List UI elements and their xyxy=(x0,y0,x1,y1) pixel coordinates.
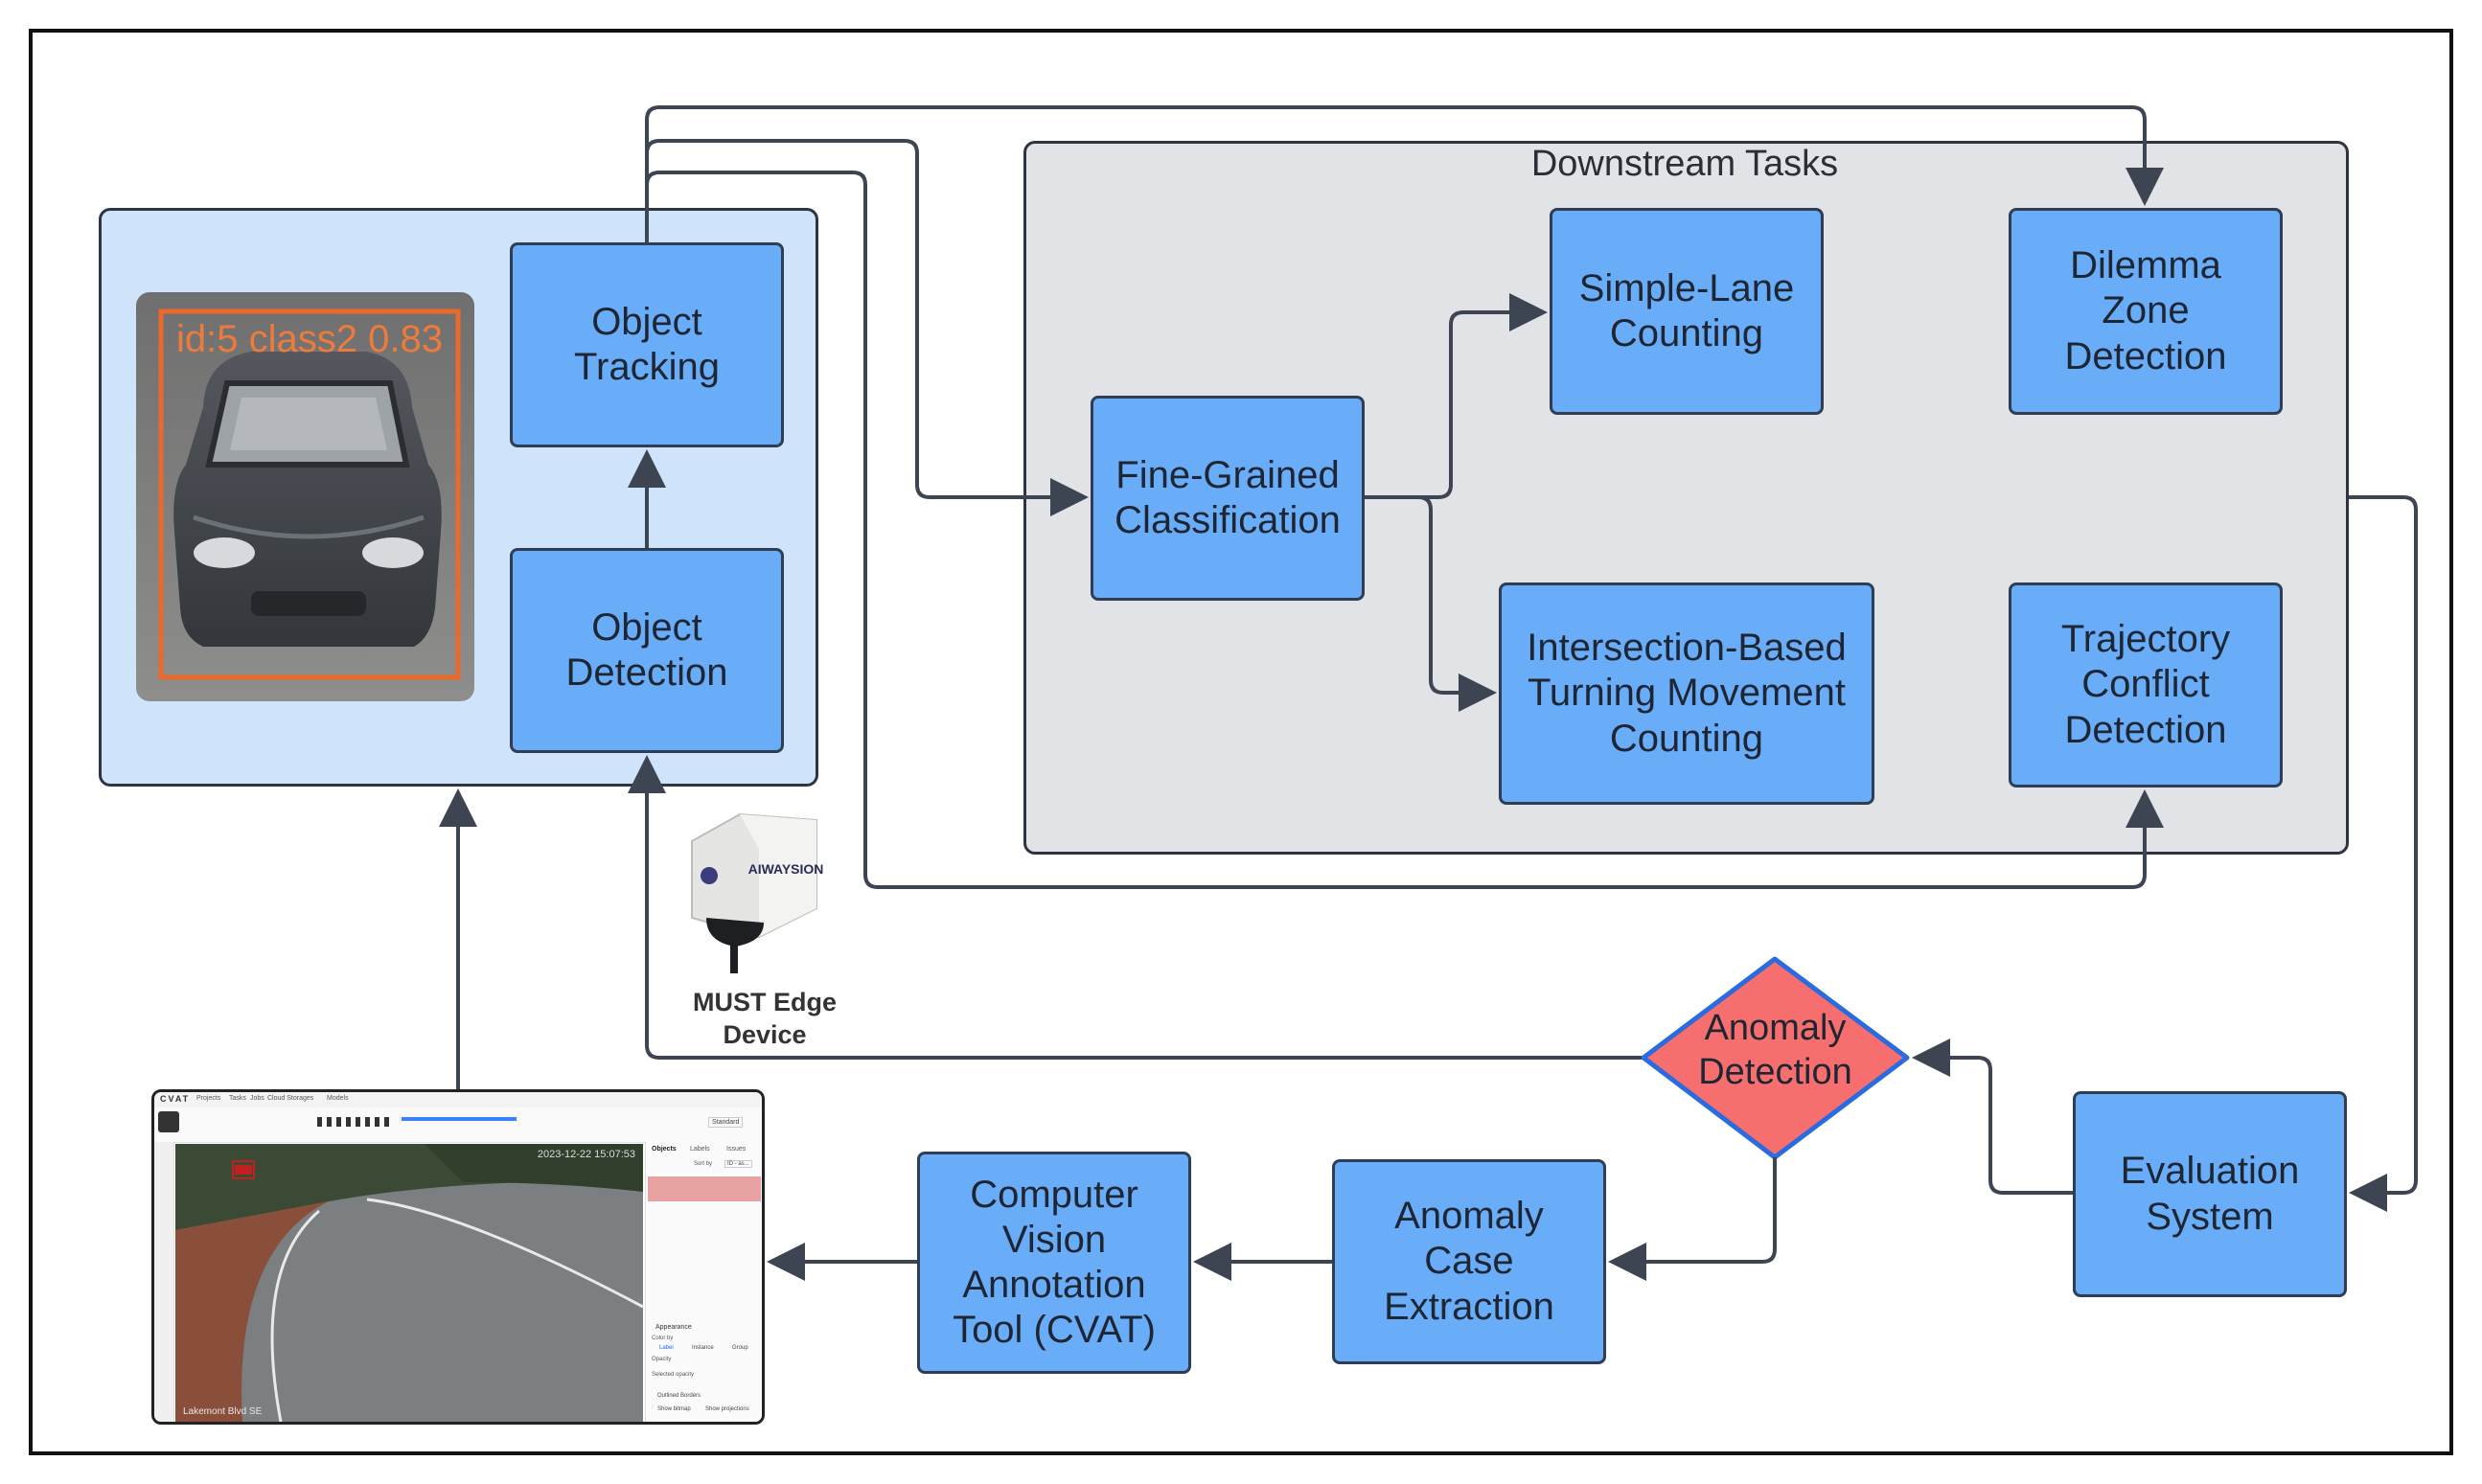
cvat-menu-cloud[interactable]: Cloud Storages xyxy=(267,1095,314,1102)
device-brand: AIWAYSION xyxy=(748,861,824,877)
cvat-top-bar: CVAT Projects Tasks Jobs Cloud Storages … xyxy=(154,1092,762,1108)
cvat-frame-slider[interactable] xyxy=(402,1117,517,1121)
dilemma-zone-detection-node: Dilemma Zone Detection xyxy=(2009,208,2283,415)
simple-lane-counting-node: Simple-Lane Counting xyxy=(1550,208,1824,415)
cvat-color-instance-option[interactable]: Instance xyxy=(692,1345,714,1351)
cvat-object-item[interactable] xyxy=(648,1176,761,1201)
anomaly-detection-label: Anomaly Detection xyxy=(1698,1008,1852,1093)
cvat-menu-icon[interactable] xyxy=(158,1111,179,1132)
cvat-show-bitmap[interactable]: Show bitmap xyxy=(657,1406,691,1412)
cvat-menu-models[interactable]: Models xyxy=(327,1095,349,1102)
cvat-frame-timestamp: 2023-12-22 15:07:53 xyxy=(538,1149,635,1160)
cvat-node: Computer Vision Annotation Tool (CVAT) xyxy=(917,1152,1191,1374)
cvat-tab-issues[interactable]: Issues xyxy=(726,1146,747,1153)
cvat-sort-label: Sort by xyxy=(694,1161,713,1167)
cvat-tab-objects[interactable]: Objects xyxy=(652,1146,677,1153)
evaluation-system-node: Evaluation System xyxy=(2073,1091,2347,1297)
cvat-right-panel: Objects Labels Issues Sort by ID - as...… xyxy=(645,1142,762,1422)
cvat-color-by-label: Color by xyxy=(652,1336,674,1341)
cvat-playback-controls[interactable] xyxy=(317,1117,394,1127)
cvat-menu-tasks[interactable]: Tasks xyxy=(229,1095,246,1102)
cvat-color-label-option[interactable]: Label xyxy=(659,1345,674,1351)
cvat-toolbar: Standard xyxy=(154,1107,762,1143)
object-detection-node: Object Detection xyxy=(510,548,784,753)
fine-grained-classification-node: Fine-Grained Classification xyxy=(1091,396,1365,601)
edge-device-label: MUST Edge Device xyxy=(692,988,837,1049)
cvat-screenshot: CVAT Projects Tasks Jobs Cloud Storages … xyxy=(151,1089,765,1425)
cvat-menu-jobs[interactable]: Jobs xyxy=(250,1095,264,1102)
cvat-sort-select[interactable]: ID - as... xyxy=(724,1160,752,1168)
cvat-color-group-option[interactable]: Group xyxy=(732,1345,748,1351)
object-tracking-node: Object Tracking xyxy=(510,242,784,447)
cvat-selected-opacity-label: Selected opacity xyxy=(652,1372,695,1378)
cvat-opacity-label: Opacity xyxy=(652,1357,672,1362)
anomaly-case-extraction-node: Anomaly Case Extraction xyxy=(1332,1159,1606,1364)
cvat-appearance-header[interactable]: Appearance xyxy=(655,1324,692,1331)
cvat-layout-select[interactable]: Standard xyxy=(708,1117,744,1128)
downstream-tasks-title: Downstream Tasks xyxy=(1530,144,1839,184)
cvat-brand: CVAT xyxy=(160,1094,191,1104)
cvat-show-projections[interactable]: Show projections xyxy=(705,1406,749,1412)
cvat-frame-overlay: Lakemont Blvd SE xyxy=(183,1406,263,1417)
cvat-tab-labels[interactable]: Labels xyxy=(690,1146,710,1153)
cvat-menu-projects[interactable]: Projects xyxy=(196,1095,221,1102)
detection-image: id:5 class2 0.83 xyxy=(136,292,474,701)
intersection-counting-node: Intersection-Based Turning Movement Coun… xyxy=(1499,582,1874,805)
trajectory-conflict-detection-node: Trajectory Conflict Detection xyxy=(2009,582,2283,788)
edge-device-image: AIWAYSION xyxy=(691,812,824,973)
outer-frame xyxy=(29,29,2453,1455)
cvat-road-frame: 2023-12-22 15:07:53 Lakemont Blvd SE xyxy=(175,1144,643,1422)
cvat-tool-sidebar xyxy=(154,1142,174,1422)
cvat-outlined-borders[interactable]: Outlined Borders xyxy=(657,1393,701,1399)
bbox-label: id:5 class2 0.83 xyxy=(176,318,443,360)
